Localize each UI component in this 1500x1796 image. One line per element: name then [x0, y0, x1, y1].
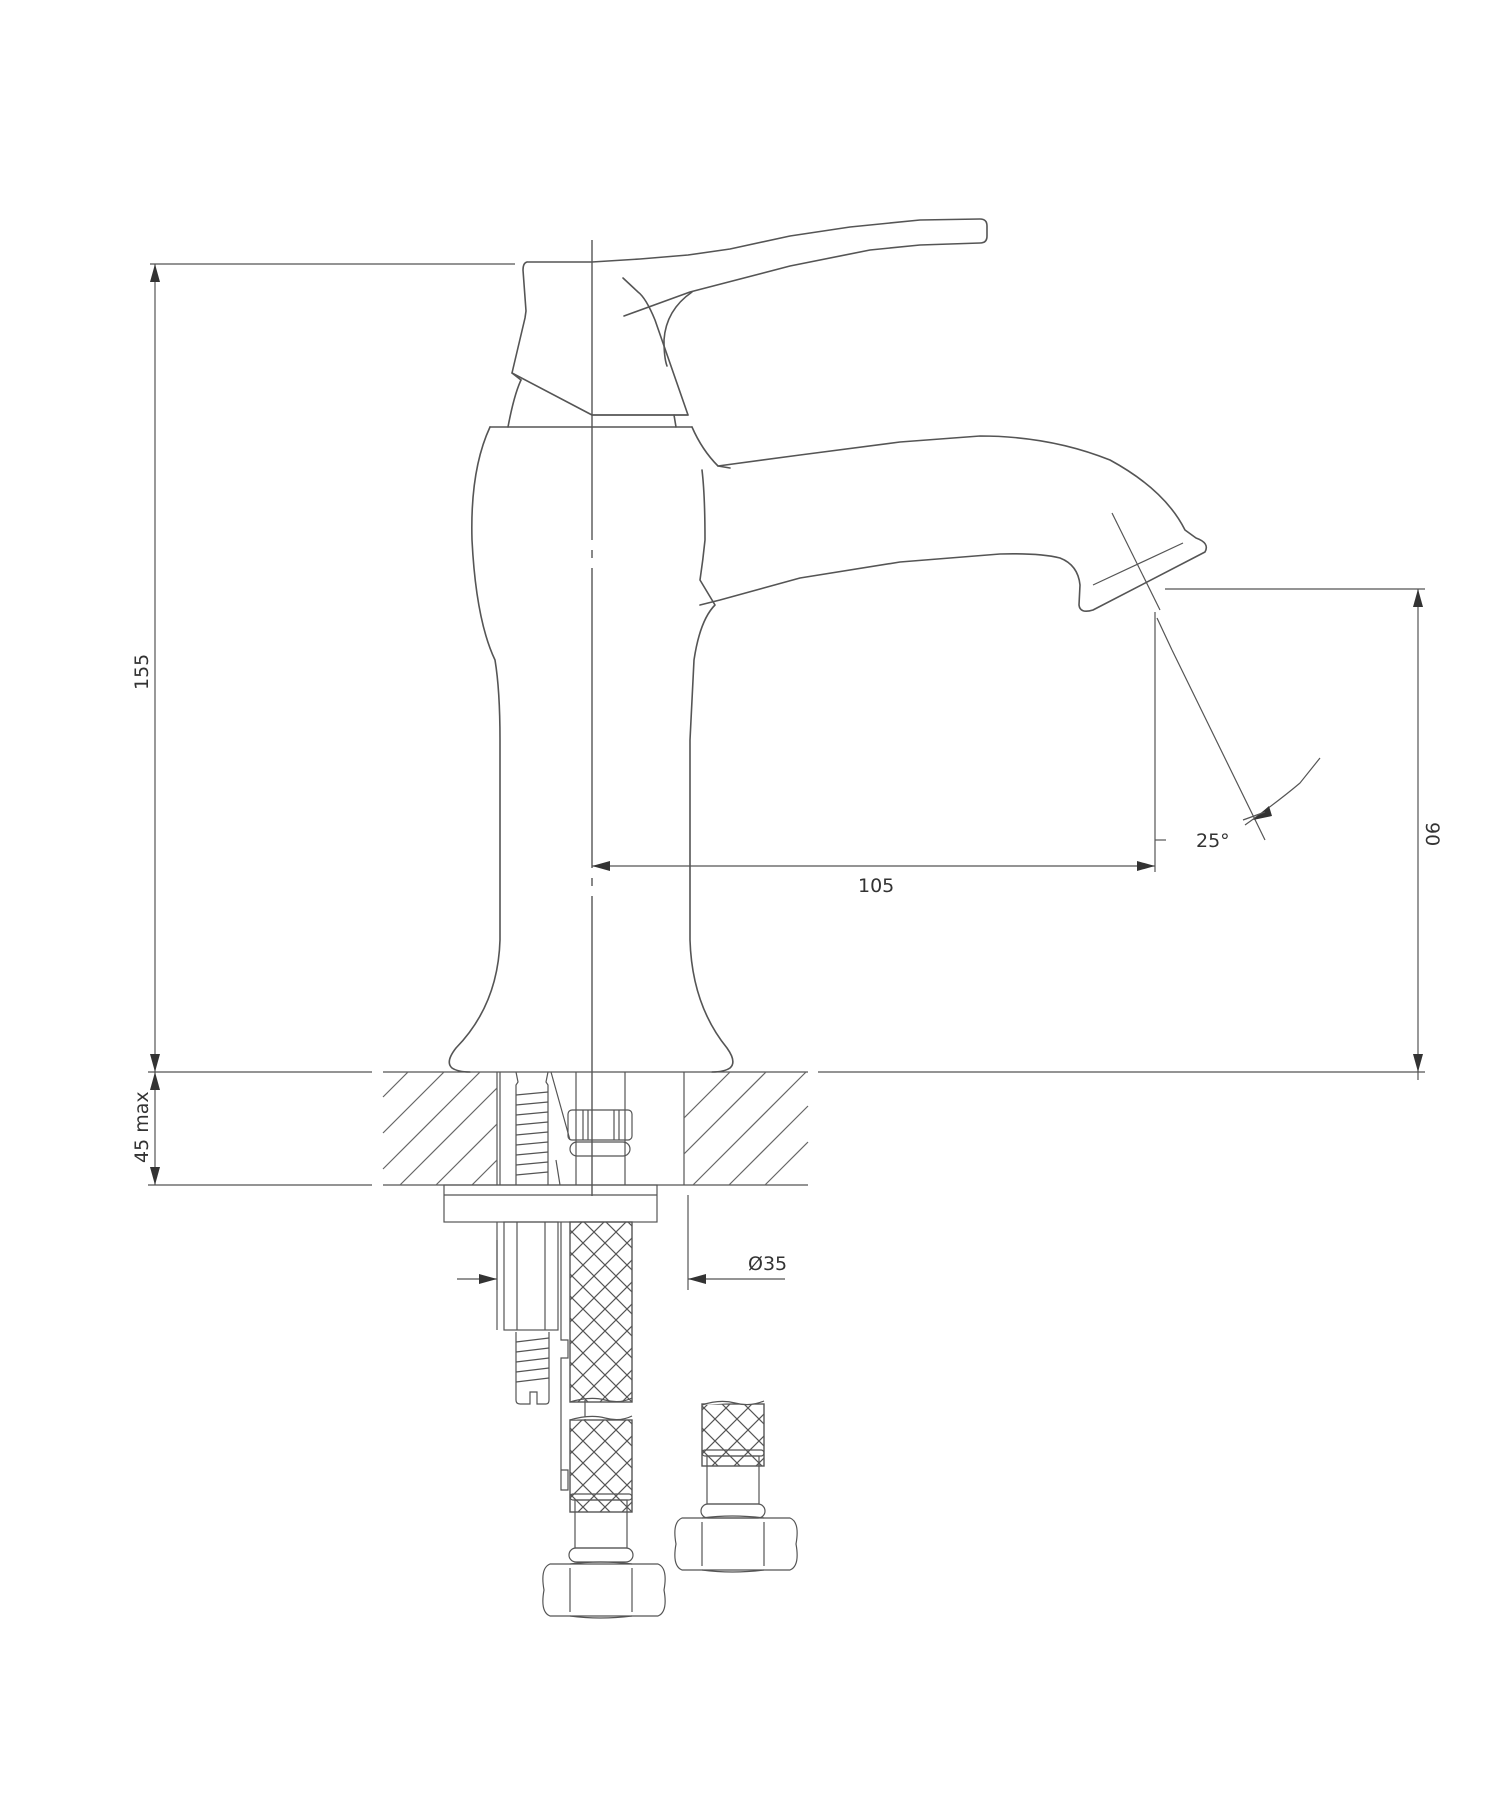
hose-nut-right	[674, 1515, 798, 1573]
dim-spout-reach	[592, 612, 1166, 872]
spout	[699, 435, 1208, 651]
faucet-body	[448, 426, 734, 1073]
dim-label-155: 155	[131, 654, 153, 690]
dim-label-90: 90	[1421, 822, 1443, 846]
dim-spout-angle	[1171, 649, 1321, 841]
dim-label-105: 105	[858, 875, 894, 897]
lever-handle	[511, 218, 988, 416]
braided-hose-right	[700, 1400, 766, 1519]
countertop-section	[148, 1071, 1425, 1186]
braided-hose-left	[568, 1221, 634, 1563]
dim-label-d35: Ø35	[748, 1253, 787, 1275]
dim-label-45max: 45 max	[131, 1091, 153, 1163]
hose-connector-top	[567, 1109, 633, 1157]
hose-nut-left	[542, 1561, 666, 1619]
threaded-stud-nut	[496, 1221, 569, 1491]
dim-label-25deg: 25°	[1196, 830, 1230, 852]
threaded-stud	[515, 1071, 571, 1186]
fixing-plate	[443, 1184, 658, 1223]
dim-spout-height	[1165, 588, 1425, 1080]
dim-overall-height	[150, 263, 515, 1185]
cartridge-cap	[489, 372, 693, 428]
dim-mounting-hole	[457, 1195, 785, 1290]
